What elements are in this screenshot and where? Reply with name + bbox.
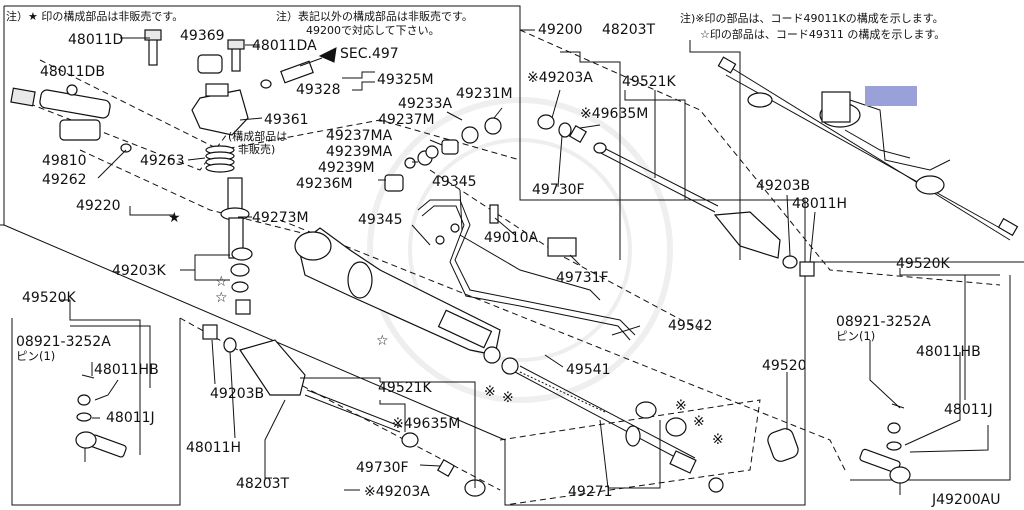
note-top-right-1: 注)※印の部品は、コード49011Kの構成を示します。 xyxy=(680,11,944,25)
pinion-shaft-parts xyxy=(205,145,253,315)
label-08921-right: 08921-3252A xyxy=(836,314,931,330)
label-48011H-top: 48011H xyxy=(792,196,847,212)
label-pin-left: ピン(1) xyxy=(16,349,55,363)
svg-text:☆: ☆ xyxy=(376,333,389,349)
label-49236M: 49236M xyxy=(296,176,353,192)
pinion-housing-parts xyxy=(10,29,337,153)
label-49345-b: 49345 xyxy=(358,212,403,228)
pipes-49541-49542 xyxy=(417,199,636,341)
label-49542: 49542 xyxy=(668,318,713,334)
label-49810: 49810 xyxy=(42,153,87,169)
label-49203K: 49203K xyxy=(112,263,167,279)
label-49237MA: 49237MA xyxy=(326,128,393,144)
svg-text:★: ★ xyxy=(168,210,181,226)
markers: ★ ☆ ☆ ☆ ※ ※ ※ ※ ※ xyxy=(168,210,724,448)
label-48011HB-left: 48011HB xyxy=(94,362,159,378)
label-49731F: 49731F xyxy=(556,270,609,286)
note-sub-2: 非販売) xyxy=(238,143,275,156)
svg-text:※: ※ xyxy=(484,384,496,400)
diagram-code: J49200AU xyxy=(931,492,1001,508)
label-49520K-right: 49520K xyxy=(896,256,951,272)
svg-text:※: ※ xyxy=(502,390,514,406)
note-top-right-2: ☆印の部品は、コード49311 の構成を示します。 xyxy=(700,27,945,41)
highlight-box xyxy=(865,86,917,106)
tie-rod-end-left xyxy=(75,374,127,462)
label-08921-left: 08921-3252A xyxy=(16,334,111,350)
label-49521K-top: 49521K xyxy=(622,74,677,90)
label-49203A-top: ※49203A xyxy=(527,70,593,86)
label-48203T-bot: 48203T xyxy=(236,476,290,492)
svg-text:※: ※ xyxy=(675,398,687,414)
label-49369: 49369 xyxy=(180,28,225,44)
label-49271: 49271 xyxy=(568,484,613,500)
label-48203T-top: 48203T xyxy=(602,22,656,38)
note-top-mid-2: 49200で対応して下さい。 xyxy=(306,23,440,37)
label-48011H-bot: 48011H xyxy=(186,440,241,456)
label-sec497: SEC.497 xyxy=(340,46,399,62)
label-48011HB-right: 48011HB xyxy=(916,344,981,360)
note-top-mid-1: 注）表記以外の構成部品は非販売です。 xyxy=(276,9,473,23)
label-49203A-bot: ※49203A xyxy=(364,484,430,500)
part-labels: 48011D 49369 48011DA SEC.497 48011DB 493… xyxy=(16,22,993,500)
label-49237M: 49237M xyxy=(378,112,435,128)
label-49203B-bot: 49203B xyxy=(210,386,264,402)
tie-rod-upper xyxy=(537,114,815,277)
label-48011DB: 48011DB xyxy=(40,64,105,80)
label-49541: 49541 xyxy=(566,362,611,378)
frame-lines xyxy=(0,5,1024,506)
label-49635M-top: ※49635M xyxy=(580,106,648,122)
note-top-left: 注）★ 印の構成部品は非販売です。 xyxy=(6,9,183,23)
label-49239M: 49239M xyxy=(318,160,375,176)
label-49520K-left: 49520K xyxy=(22,290,77,306)
label-49521K-bot: 49521K xyxy=(378,380,433,396)
rack-bar xyxy=(514,365,799,493)
label-49345-a: 49345 xyxy=(432,174,477,190)
label-49273M: 49273M xyxy=(252,210,309,226)
tie-rod-lower xyxy=(202,324,486,497)
label-49231M: 49231M xyxy=(456,86,513,102)
label-49263: 49263 xyxy=(140,153,185,169)
label-49239MA: 49239MA xyxy=(326,144,393,160)
label-48011J-left: 48011J xyxy=(106,410,155,426)
rack-assembly-inset xyxy=(717,56,1019,241)
svg-text:※: ※ xyxy=(693,414,705,430)
label-48011DA: 48011DA xyxy=(252,38,317,54)
valve-parts xyxy=(384,117,502,192)
tie-rod-end-right xyxy=(859,403,911,495)
label-48011D: 48011D xyxy=(68,32,123,48)
label-49730F-bot: 49730F xyxy=(356,460,409,476)
label-49361: 49361 xyxy=(264,112,309,128)
label-49200: 49200 xyxy=(538,22,583,38)
label-49220: 49220 xyxy=(76,198,121,214)
note-sub-1: (構成部品は xyxy=(228,129,287,143)
leader-lines xyxy=(60,29,1000,491)
label-49233A: 49233A xyxy=(398,96,453,112)
label-48011J-right: 48011J xyxy=(944,402,993,418)
label-49010A: 49010A xyxy=(484,230,539,246)
spring-49263 xyxy=(205,145,235,173)
label-49328: 49328 xyxy=(296,82,341,98)
label-49730F-top: 49730F xyxy=(532,182,585,198)
svg-text:☆: ☆ xyxy=(215,290,228,306)
label-49520: 49520 xyxy=(762,358,807,374)
label-49203B-top: 49203B xyxy=(756,178,810,194)
label-49325M: 49325M xyxy=(377,72,434,88)
label-49262: 49262 xyxy=(42,172,87,188)
rack-housing xyxy=(294,227,519,375)
svg-text:☆: ☆ xyxy=(215,274,228,290)
label-pin-right: ピン(1) xyxy=(836,329,875,343)
label-49635M-bot: ※49635M xyxy=(392,416,460,432)
svg-text:※: ※ xyxy=(712,432,724,448)
